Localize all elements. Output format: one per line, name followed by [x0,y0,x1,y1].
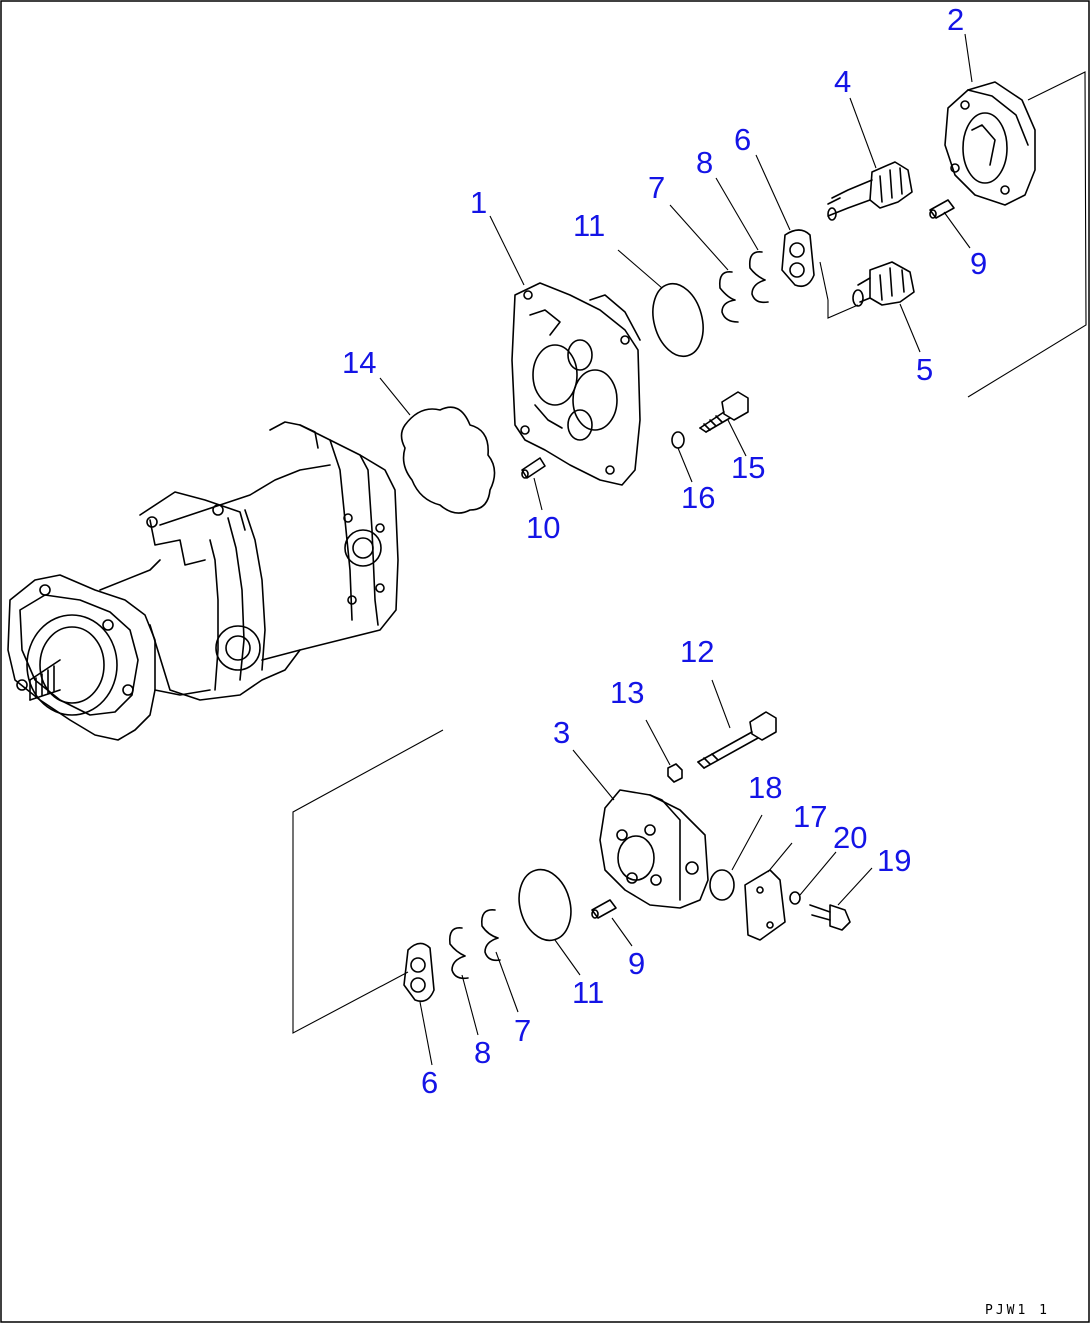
backup-ring-7-lower-drawing [480,909,501,962]
gear-5-drawing [852,261,915,307]
dowel-pin-9-lower-drawing [591,899,617,919]
washer-20-drawing [789,891,801,905]
part-label-19[interactable]: 19 [877,843,911,878]
part-label-9-lower[interactable]: 9 [628,946,645,981]
part-label-5[interactable]: 5 [916,352,933,387]
plate-1-drawing [511,282,641,486]
washer-16-drawing [671,431,685,449]
part-label-20[interactable]: 20 [833,820,867,855]
bolt-19-drawing [809,904,851,931]
part-label-13[interactable]: 13 [610,675,644,710]
part-label-2[interactable]: 2 [947,2,964,37]
leader-lines [379,33,973,1066]
washer-13-drawing [667,763,683,783]
part-label-12[interactable]: 12 [680,634,714,669]
gasket-14-drawing [400,406,496,514]
assembly-frame-lines [292,71,1087,1034]
pump-assembly-drawing [7,421,399,741]
plate-6-upper-drawing [781,229,815,288]
plate-17-drawing [744,869,786,941]
part-label-11-lower[interactable]: 11 [572,975,604,1010]
dowel-pin-10-drawing [521,457,546,479]
part-label-18[interactable]: 18 [748,770,782,805]
backup-ring-7-upper-drawing [718,271,739,323]
part-label-7-upper[interactable]: 7 [648,170,665,205]
part-label-4[interactable]: 4 [834,64,851,99]
gear-shaft-4-drawing [827,161,913,221]
part-label-1-upper[interactable]: 1 [470,185,487,220]
part-label-15[interactable]: 15 [731,450,765,485]
part-label-3[interactable]: 3 [553,715,570,750]
cover-3-drawing [599,789,709,909]
o-ring-11-upper-drawing [652,282,704,358]
part-labels: 1 2 3 4 5 6 7 8 9 10 11 12 13 14 15 16 6… [342,2,987,1100]
part-label-8-lower[interactable]: 8 [474,1035,491,1070]
o-ring-18-drawing [709,869,735,901]
plate-6-lower-drawing [403,942,435,1003]
drawing-code: PJW1 1 [985,1303,1050,1318]
part-label-9-upper[interactable]: 9 [970,246,987,281]
dowel-pin-9-upper-drawing [929,199,955,219]
bolt-15-drawing [699,391,749,433]
part-label-16[interactable]: 16 [681,480,715,515]
part-label-14[interactable]: 14 [342,345,376,380]
seal-8-upper-drawing [748,251,769,304]
part-label-11-upper[interactable]: 11 [573,208,605,243]
o-ring-11-lower-drawing [518,868,572,942]
bolt-12-drawing [697,711,777,769]
housing-2-drawing [944,81,1036,206]
part-label-6-lower[interactable]: 6 [421,1065,438,1100]
seal-8-lower-drawing [448,927,469,980]
part-label-10[interactable]: 10 [526,510,560,545]
part-label-7-lower[interactable]: 7 [514,1013,531,1048]
part-label-17[interactable]: 17 [793,799,827,834]
part-label-8-upper[interactable]: 8 [696,145,713,180]
part-label-6-upper[interactable]: 6 [734,122,751,157]
